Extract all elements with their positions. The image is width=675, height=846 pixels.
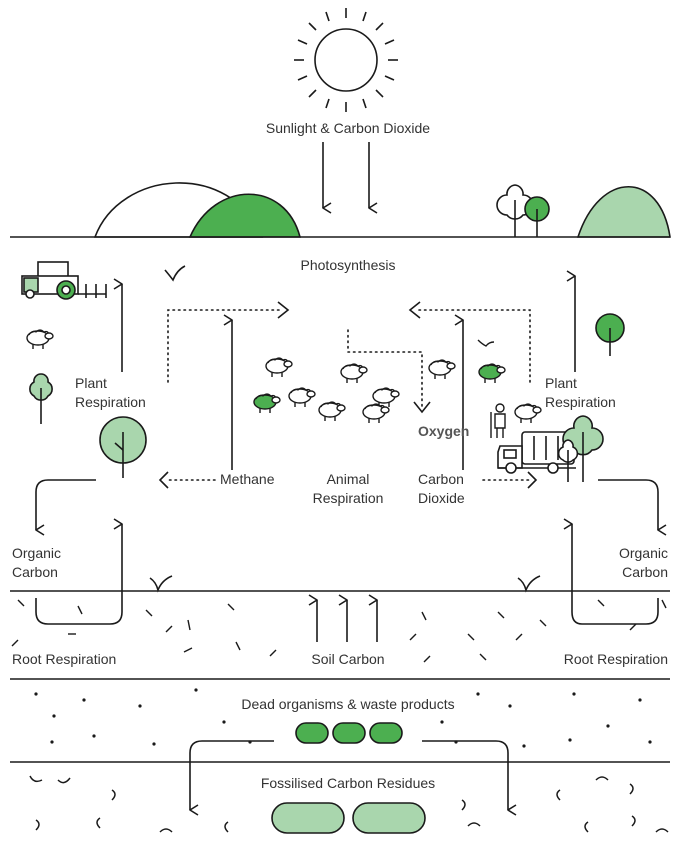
organic-carbon-right-label-2: Carbon bbox=[622, 564, 668, 580]
tree-icon bbox=[595, 313, 625, 356]
farmer-icon bbox=[490, 403, 506, 438]
tree-icon bbox=[29, 373, 53, 424]
root-respiration-right-label: Root Respiration bbox=[564, 651, 668, 667]
bird-icon bbox=[477, 339, 495, 347]
sheep-icon bbox=[340, 363, 368, 384]
sheep-icon bbox=[253, 393, 281, 414]
organic-carbon-arrow-left bbox=[35, 479, 96, 536]
tree-icon bbox=[99, 416, 147, 478]
animal-respiration-label-1: Animal bbox=[327, 471, 370, 487]
sheep-icon bbox=[514, 403, 542, 424]
sheep-icon bbox=[428, 359, 456, 380]
sheep-icon bbox=[478, 363, 506, 384]
sunlight-arrows bbox=[322, 142, 378, 214]
organic-carbon-arrow-right bbox=[598, 479, 667, 536]
fossil-pills bbox=[271, 802, 426, 834]
fossil-texture bbox=[29, 775, 669, 833]
organic-carbon-right-label-1: Organic bbox=[619, 545, 668, 561]
oxygen-label: Oxygen bbox=[418, 423, 469, 439]
bird-icon bbox=[164, 265, 186, 282]
soil-carbon-label: Soil Carbon bbox=[311, 651, 384, 667]
carbon-dioxide-label-1: Carbon bbox=[418, 471, 464, 487]
soil-carbon-arrows bbox=[308, 594, 378, 642]
root-respiration-arrow-left bbox=[35, 518, 123, 625]
fossilisation-arrow-right bbox=[422, 740, 517, 816]
tree-icon bbox=[496, 184, 550, 237]
sheep-flock bbox=[253, 357, 542, 424]
root-respiration-left-label: Root Respiration bbox=[12, 651, 116, 667]
plant-respiration-left-label-1: Plant bbox=[75, 375, 107, 391]
root-respiration-arrow-right bbox=[563, 518, 659, 625]
plant-respiration-left-label-2: Respiration bbox=[75, 394, 146, 410]
sunlight-label: Sunlight & Carbon Dioxide bbox=[266, 120, 430, 136]
animal-respiration-label-2: Respiration bbox=[313, 490, 384, 506]
sun-icon bbox=[294, 8, 398, 112]
sheep-icon bbox=[318, 401, 346, 422]
dotted-arrowheads bbox=[158, 301, 538, 489]
organic-carbon-left-label-1: Organic bbox=[12, 545, 61, 561]
sheep-icon bbox=[362, 403, 390, 424]
sprout-icon bbox=[517, 575, 541, 593]
soil-texture bbox=[11, 599, 667, 663]
plant-respiration-right-label-2: Respiration bbox=[545, 394, 616, 410]
carbon-dioxide-label-2: Dioxide bbox=[418, 490, 465, 506]
organic-carbon-left-label-2: Carbon bbox=[12, 564, 58, 580]
plant-respiration-right-label-1: Plant bbox=[545, 375, 577, 391]
hill-icon bbox=[188, 193, 302, 238]
dotted-flows bbox=[165, 309, 531, 481]
tractor-icon bbox=[21, 261, 107, 300]
photosynthesis-label: Photosynthesis bbox=[301, 257, 396, 273]
dead-organisms-label: Dead organisms & waste products bbox=[241, 696, 454, 712]
fossilisation-arrow-left bbox=[189, 740, 274, 816]
fossilised-label: Fossilised Carbon Residues bbox=[261, 775, 435, 791]
methane-label: Methane bbox=[220, 471, 275, 487]
sheep-icon bbox=[26, 329, 54, 350]
sprout-icon bbox=[149, 575, 173, 593]
organic-matter-pills bbox=[295, 722, 403, 744]
tree-icon bbox=[557, 415, 604, 482]
hill-icon bbox=[576, 186, 671, 238]
sheep-icon bbox=[265, 357, 293, 378]
sheep-icon bbox=[288, 387, 316, 408]
